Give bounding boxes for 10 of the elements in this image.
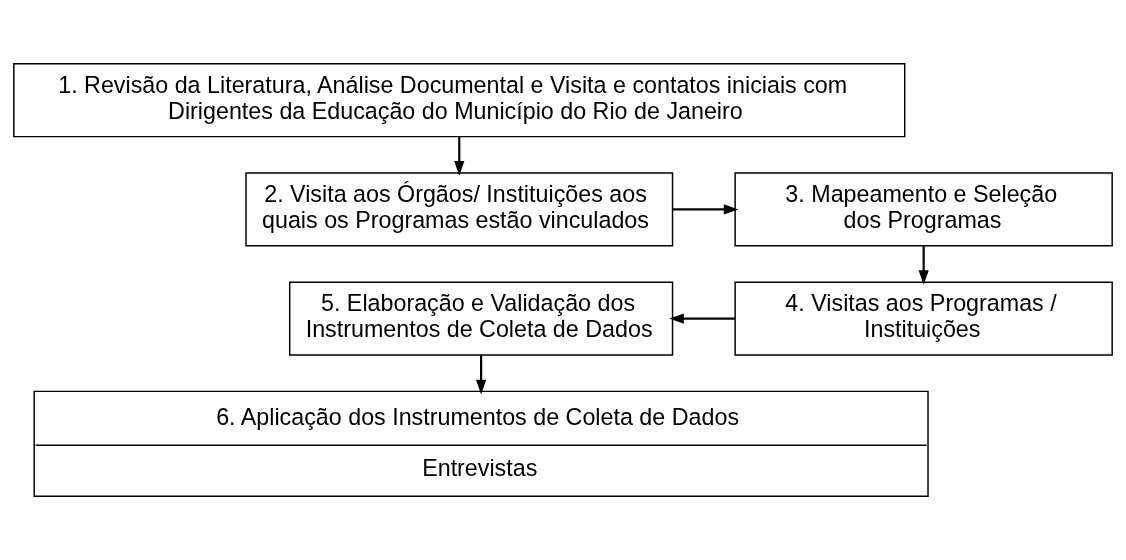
arrow (454, 137, 465, 176)
node-box: 2. Visita aos Órgãos/ Instituições aos quais os Programas estão vinculados (245, 172, 674, 247)
node-box: 3. Mapeamento e Seleção dos Programas (734, 172, 1113, 247)
arrow (918, 246, 929, 285)
node-box: 4. Visitas aos Programas / Instituições (734, 281, 1113, 356)
node-box: 5. Elaboração e Validação dos Instrumentos de Coleta de Dados (288, 281, 674, 356)
arrow (669, 313, 735, 324)
node-box: 1. Revisão da Literatura, Análise Documental e Visita e contatos iniciais com Dirigentes da Educação do Município do Rio de Janeiro (13, 63, 906, 138)
arrow (476, 355, 487, 395)
arrow (672, 204, 739, 215)
